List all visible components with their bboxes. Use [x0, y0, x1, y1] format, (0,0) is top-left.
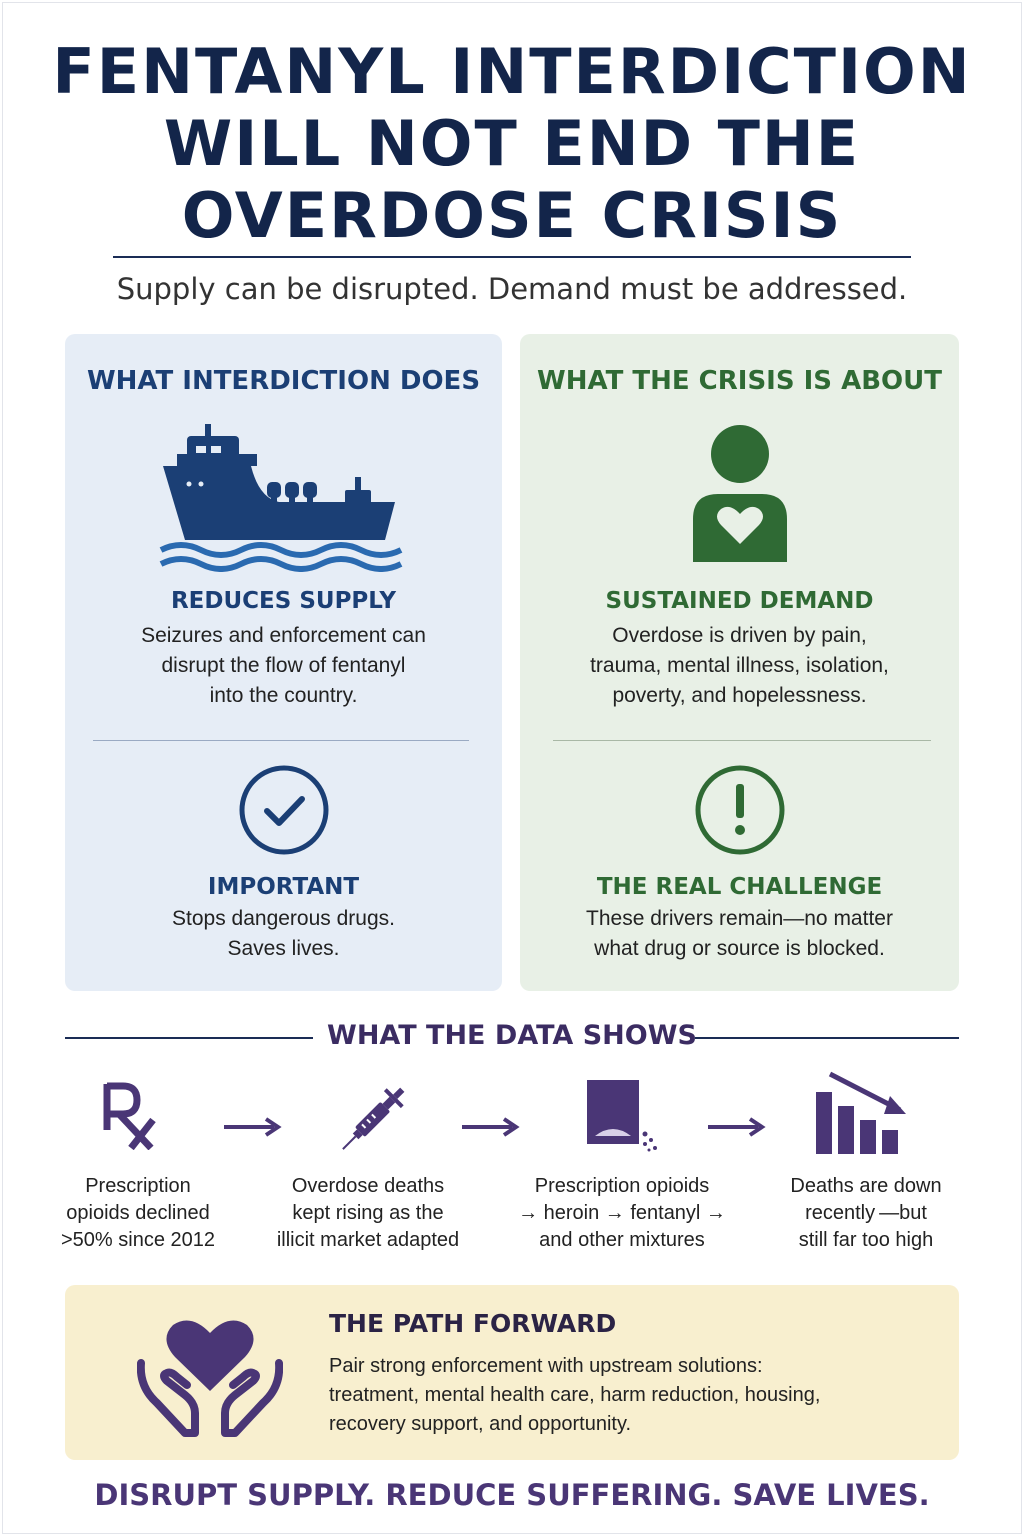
data-section-heading: WHAT THE DATA SHOWS	[327, 1020, 697, 1051]
reduces-supply-line: into the country.	[209, 684, 358, 707]
important-heading: IMPORTANT	[207, 874, 360, 900]
important-line: Stops dangerous drugs.	[172, 907, 395, 930]
footer-slogan: DISRUPT SUPPLY. REDUCE SUFFERING. SAVE L…	[94, 1478, 930, 1512]
interdiction-panel-heading: WHAT INTERDICTION DOES	[86, 366, 481, 396]
data-step-line: still far too high	[798, 1229, 934, 1251]
data-step-line: kept rising as the	[292, 1202, 444, 1224]
title-divider	[113, 256, 911, 258]
path-forward-heading: THE PATH FORWARD	[329, 1309, 617, 1338]
sustained-demand-line: poverty, and hopelessness.	[612, 684, 867, 707]
crisis-panel: WHAT THE CRISIS IS ABOUT SUSTAINED DEMAN…	[520, 334, 959, 991]
path-forward-text: Pair strong enforcement with upstream so…	[329, 1352, 820, 1439]
title-line-3: OVERDOSE CRISIS	[181, 179, 843, 252]
path-forward-line: treatment, mental health care, harm redu…	[329, 1384, 821, 1406]
real-challenge-heading: THE REAL CHALLENGE	[596, 874, 883, 900]
arrow-right-icon	[462, 1117, 520, 1141]
data-step-line: opioids declined	[66, 1202, 210, 1224]
data-step-line: → heroin → fentanyl →	[518, 1202, 726, 1224]
sustained-demand-text: Overdose is driven by pain, trauma, ment…	[520, 621, 959, 711]
data-step-3-text: Prescription opioids → heroin → fentanyl…	[512, 1173, 732, 1254]
declining-bar-chart-icon	[812, 1070, 912, 1160]
panel-divider	[553, 740, 931, 741]
data-step-1-text: Prescription opioids declined >50% since…	[28, 1173, 248, 1254]
data-step-line: and other mixtures	[539, 1229, 705, 1251]
powder-bag-icon	[585, 1078, 665, 1158]
arrow-right-icon	[224, 1117, 282, 1141]
page-title: FENTANYL INTERDICTION WILL NOT END THE O…	[0, 36, 1024, 252]
data-step-4-text: Deaths are down recently —but still far …	[756, 1173, 976, 1254]
subtitle: Supply can be disrupted. Demand must be …	[116, 272, 908, 306]
syringe-icon	[334, 1078, 414, 1162]
reduces-supply-text: Seizures and enforcement can disrupt the…	[65, 621, 502, 711]
real-challenge-line: These drivers remain—no matter	[586, 907, 893, 930]
title-line-2: WILL NOT END THE	[163, 107, 861, 180]
exclamation-circle-icon	[520, 764, 959, 856]
path-forward-line: recovery support, and opportunity.	[329, 1413, 632, 1435]
title-line-1: FENTANYL INTERDICTION	[52, 35, 972, 108]
interdiction-panel: WHAT INTERDICTION DOES	[65, 334, 502, 991]
path-forward-line: Pair strong enforcement with upstream so…	[329, 1355, 763, 1377]
data-step-line: >50% since 2012	[60, 1229, 215, 1251]
data-step-line: Deaths are down	[790, 1175, 942, 1197]
data-step-line: illicit market adapted	[276, 1229, 460, 1251]
data-step-2-text: Overdose deaths kept rising as the illic…	[258, 1173, 478, 1254]
data-step-line: Overdose deaths	[291, 1175, 445, 1197]
real-challenge-line: what drug or source is blocked.	[594, 937, 885, 960]
reduces-supply-heading: REDUCES SUPPLY	[170, 588, 397, 614]
sustained-demand-line: Overdose is driven by pain,	[612, 624, 867, 647]
sustained-demand-line: trauma, mental illness, isolation,	[590, 654, 889, 677]
panel-divider	[93, 740, 469, 741]
data-step-line: recently —but	[805, 1202, 927, 1224]
data-rule-right	[695, 1037, 959, 1039]
path-forward-box: THE PATH FORWARD Pair strong enforcement…	[65, 1285, 959, 1460]
sustained-demand-heading: SUSTAINED DEMAND	[605, 588, 874, 614]
checkmark-circle-icon	[65, 764, 502, 856]
data-step-line: Prescription	[85, 1175, 191, 1197]
arrow-right-icon	[708, 1117, 766, 1141]
data-rule-left	[65, 1037, 313, 1039]
reduces-supply-line: disrupt the flow of fentanyl	[161, 654, 406, 677]
crisis-panel-heading: WHAT THE CRISIS IS ABOUT	[537, 366, 942, 396]
reduces-supply-line: Seizures and enforcement can	[141, 624, 426, 647]
cargo-ship-icon	[65, 422, 502, 572]
person-heart-icon	[520, 424, 959, 564]
rx-icon	[101, 1078, 161, 1154]
real-challenge-text: These drivers remain—no matter what drug…	[520, 904, 959, 964]
important-text: Stops dangerous drugs. Saves lives.	[65, 904, 502, 964]
data-step-line: Prescription opioids	[534, 1175, 710, 1197]
heart-in-hands-icon	[136, 1309, 284, 1441]
important-line: Saves lives.	[227, 937, 340, 960]
